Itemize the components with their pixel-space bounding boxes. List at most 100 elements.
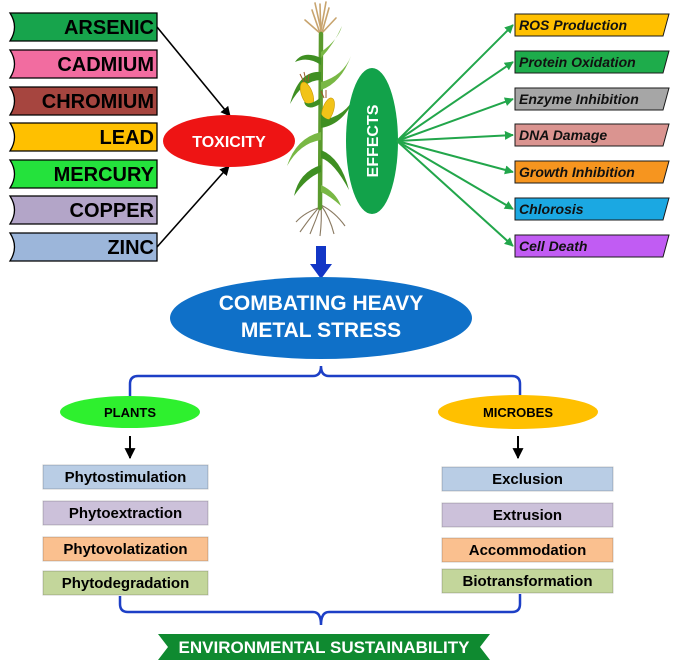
- plant-strategy-list: Phytostimulation Phytoextraction Phytovo…: [42, 464, 209, 596]
- strategy-box: [42, 536, 209, 562]
- toxicity-label: TOXICITY: [192, 134, 266, 151]
- corn-leaf: [295, 54, 321, 65]
- effect-box-shape: [514, 87, 670, 111]
- combating-stress-node: COMBATING HEAVY METAL STRESS: [170, 277, 472, 359]
- effect-box-chlorosis: Chlorosis: [514, 197, 670, 221]
- strategy-label: Phytovolatization: [63, 541, 187, 558]
- merge-brace: [118, 594, 522, 626]
- arrow-to-cell-death: [396, 140, 514, 247]
- effect-box-shape: [514, 160, 670, 184]
- effect-box-shape: [514, 123, 670, 147]
- metal-banner-shape: [8, 12, 158, 42]
- metal-box-zinc: ZINC: [8, 232, 158, 262]
- strategy-exclusion: Exclusion: [441, 466, 614, 492]
- metal-label-cadmium: CADMIUM: [57, 54, 154, 76]
- arrow-to-growth-inhibition: [396, 140, 514, 175]
- corn-leaf: [321, 185, 341, 206]
- effect-box-shape: [514, 197, 670, 221]
- corn-leaf: [294, 165, 321, 196]
- microbes-node: MICROBES: [438, 395, 598, 429]
- corn-tassel: [304, 1, 337, 41]
- strategy-phytovolatization: Phytovolatization: [42, 536, 209, 562]
- effect-box-growth-inhibition: Growth Inhibition: [514, 160, 670, 184]
- corn-leaf: [287, 132, 321, 166]
- metal-label-zinc: ZINC: [107, 237, 154, 259]
- effect-box-enzyme-inhibition: Enzyme Inhibition: [514, 87, 670, 111]
- metal-list: ARSENIC CADMIUM CHROMIUM LEAD MERCURY CO…: [8, 12, 158, 262]
- effect-box-shape: [514, 234, 670, 258]
- corn-leaf: [321, 56, 351, 90]
- strategy-label: Extrusion: [493, 507, 562, 524]
- metal-box-chromium: CHROMIUM: [8, 86, 158, 116]
- metal-label-copper: COPPER: [70, 200, 155, 222]
- toxicity-ellipse: [163, 115, 295, 167]
- effect-label-cell-death: Cell Death: [519, 238, 587, 254]
- metal-box-arsenic: ARSENIC: [8, 12, 158, 42]
- effect-label-chlorosis: Chlorosis: [519, 201, 584, 217]
- arrow-arsenic-to-toxicity: [156, 26, 231, 117]
- combating-stress-line-1: COMBATING HEAVY: [219, 292, 424, 315]
- effect-label-dna-damage: DNA Damage: [519, 127, 607, 143]
- effect-box-ros-production: ROS Production: [514, 13, 670, 37]
- metal-label-chromium: CHROMIUM: [42, 91, 154, 113]
- effect-box-shape: [514, 13, 670, 37]
- effect-label-growth-inhibition: Growth Inhibition: [519, 164, 635, 180]
- strategy-label: Accommodation: [469, 542, 587, 559]
- strategy-biotransformation: Biotransformation: [441, 568, 614, 594]
- strategy-box: [42, 464, 209, 490]
- split-brace: [128, 365, 522, 396]
- effect-box-protein-oxidation: Protein Oxidation: [514, 50, 670, 74]
- strategy-label: Phytostimulation: [65, 469, 187, 486]
- strategy-phytoextraction: Phytoextraction: [42, 500, 209, 526]
- effect-label-protein-oxidation: Protein Oxidation: [519, 54, 636, 70]
- strategy-box: [441, 537, 614, 563]
- effects-ellipse: [346, 68, 398, 214]
- corn-ear: [299, 71, 320, 108]
- strategy-box: [42, 500, 209, 526]
- metal-banner-shape: [8, 195, 158, 225]
- corn-ear: [320, 90, 335, 124]
- arrow-to-protein-oxidation: [396, 61, 514, 142]
- metal-banner-shape: [8, 159, 158, 189]
- strategy-box: [42, 570, 209, 596]
- strategy-phytostimulation: Phytostimulation: [42, 464, 209, 490]
- arrow-to-dna-damage: [396, 130, 514, 142]
- toxicity-node: TOXICITY: [163, 115, 295, 167]
- strategy-label: Phytodegradation: [62, 575, 190, 592]
- combating-stress-line-2: METAL STRESS: [241, 319, 401, 342]
- plants-ellipse: [60, 396, 200, 428]
- metal-banner-shape: [8, 122, 158, 152]
- effect-label-ros-production: ROS Production: [519, 17, 627, 33]
- metal-box-cadmium: CADMIUM: [8, 49, 158, 79]
- strategy-extrusion: Extrusion: [441, 502, 614, 528]
- effect-label-enzyme-inhibition: Enzyme Inhibition: [519, 91, 639, 107]
- corn-leaf: [321, 150, 349, 190]
- strategy-label: Exclusion: [492, 471, 563, 488]
- arrow-to-ros-production: [396, 24, 514, 142]
- metal-label-lead: LEAD: [100, 127, 154, 149]
- effects-label: EFFECTS: [365, 104, 382, 177]
- effect-box-dna-damage: DNA Damage: [514, 123, 670, 147]
- metal-label-arsenic: ARSENIC: [64, 17, 154, 39]
- down-arrow-icon: [310, 246, 332, 279]
- combating-stress-ellipse: [170, 277, 472, 359]
- strategy-phytodegradation: Phytodegradation: [42, 570, 209, 596]
- strategy-box: [441, 502, 614, 528]
- arrow-zinc-to-toxicity: [156, 165, 230, 248]
- metal-box-copper: COPPER: [8, 195, 158, 225]
- strategy-accommodation: Accommodation: [441, 537, 614, 563]
- plants-label: PLANTS: [104, 405, 156, 420]
- effect-box-shape: [514, 50, 670, 74]
- effect-arrows: [396, 24, 514, 247]
- metal-box-lead: LEAD: [8, 122, 158, 152]
- metal-banner-shape: [8, 86, 158, 116]
- strategy-box: [441, 466, 614, 492]
- plants-node: PLANTS: [60, 396, 200, 428]
- metal-banner-shape: [8, 49, 158, 79]
- effect-box-cell-death: Cell Death: [514, 234, 670, 258]
- metal-box-mercury: MERCURY: [8, 159, 158, 189]
- effects-node: EFFECTS: [346, 68, 398, 214]
- outcome-label: ENVIRONMENTAL SUSTAINABILITY: [179, 638, 471, 657]
- corn-leaf: [321, 26, 342, 58]
